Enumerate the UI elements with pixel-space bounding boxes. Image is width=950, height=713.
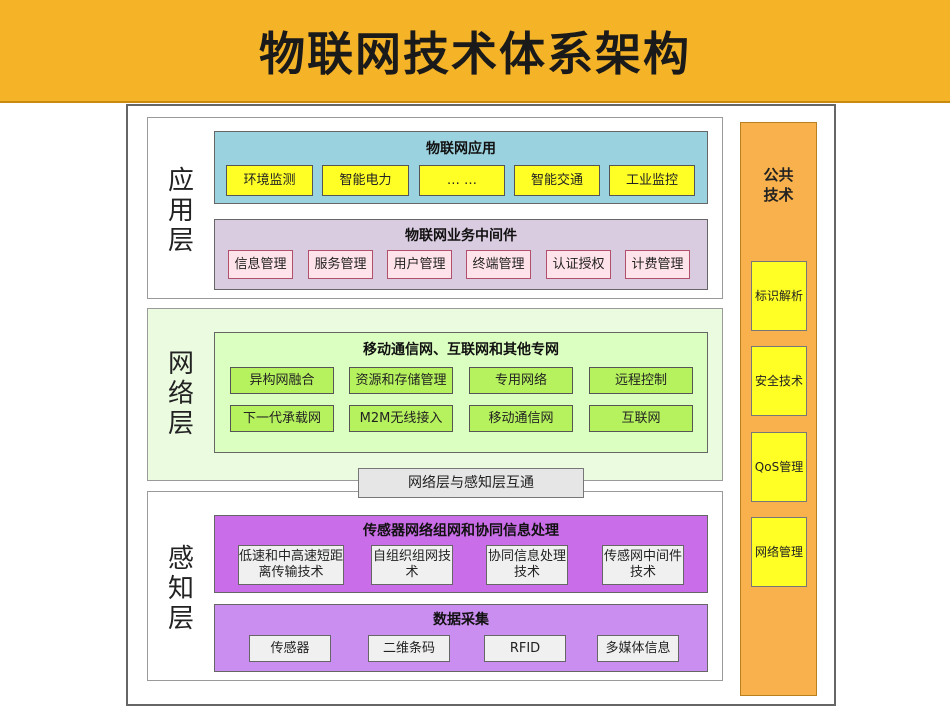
app-item: 智能交通 <box>514 165 600 196</box>
network-item: M2M无线接入 <box>349 405 453 432</box>
middleware-group-title: 物联网业务中间件 <box>405 228 517 244</box>
network-item: 下一代承载网 <box>230 405 334 432</box>
app-item: 工业监控 <box>609 165 695 196</box>
page-title: 物联网技术体系架构 <box>259 26 691 81</box>
network-item: 移动通信网 <box>469 405 573 432</box>
collection-item: 多媒体信息 <box>597 635 679 662</box>
app-item: … … <box>419 165 505 196</box>
sensor-item: 自组织组网技术 <box>371 545 453 585</box>
title-bar: 物联网技术体系架构 <box>0 0 950 103</box>
perception-layer-label: 感知层 <box>167 544 194 634</box>
middleware-item: 服务管理 <box>308 250 373 279</box>
application-layer-label: 应用层 <box>167 166 194 256</box>
common-tech-item: 标识解析 <box>751 261 807 331</box>
common-tech-title: 公共技术 <box>763 166 794 204</box>
middleware-item: 认证授权 <box>546 250 611 279</box>
network-layer-label: 网络层 <box>167 349 194 439</box>
network-item: 远程控制 <box>589 367 693 394</box>
network-item: 互联网 <box>589 405 693 432</box>
common-tech-item: QoS管理 <box>751 432 807 502</box>
network-item: 异构网融合 <box>230 367 334 394</box>
collection-item: RFID <box>484 635 566 662</box>
sensor-item: 协同信息处理技术 <box>486 545 568 585</box>
sensor-item: 低速和中高速短距离传输技术 <box>238 545 344 585</box>
collection-item: 传感器 <box>249 635 331 662</box>
middleware-item: 用户管理 <box>387 250 452 279</box>
middleware-item: 终端管理 <box>466 250 531 279</box>
network-item: 专用网络 <box>469 367 573 394</box>
app-item: 智能电力 <box>322 165 409 196</box>
interop-box: 网络层与感知层互通 <box>358 468 584 498</box>
common-tech-item: 安全技术 <box>751 346 807 416</box>
sensor-group-title: 传感器网络组网和协同信息处理 <box>363 523 559 539</box>
app-item: 环境监测 <box>226 165 313 196</box>
network-group-title: 移动通信网、互联网和其他专网 <box>363 342 559 358</box>
network-item: 资源和存储管理 <box>349 367 453 394</box>
collection-item: 二维条码 <box>368 635 450 662</box>
app-group-title: 物联网应用 <box>426 141 496 157</box>
middleware-item: 计费管理 <box>625 250 690 279</box>
common-tech-item: 网络管理 <box>751 517 807 587</box>
sensor-item: 传感网中间件技术 <box>602 545 684 585</box>
collection-group-title: 数据采集 <box>433 612 489 628</box>
middleware-item: 信息管理 <box>228 250 293 279</box>
